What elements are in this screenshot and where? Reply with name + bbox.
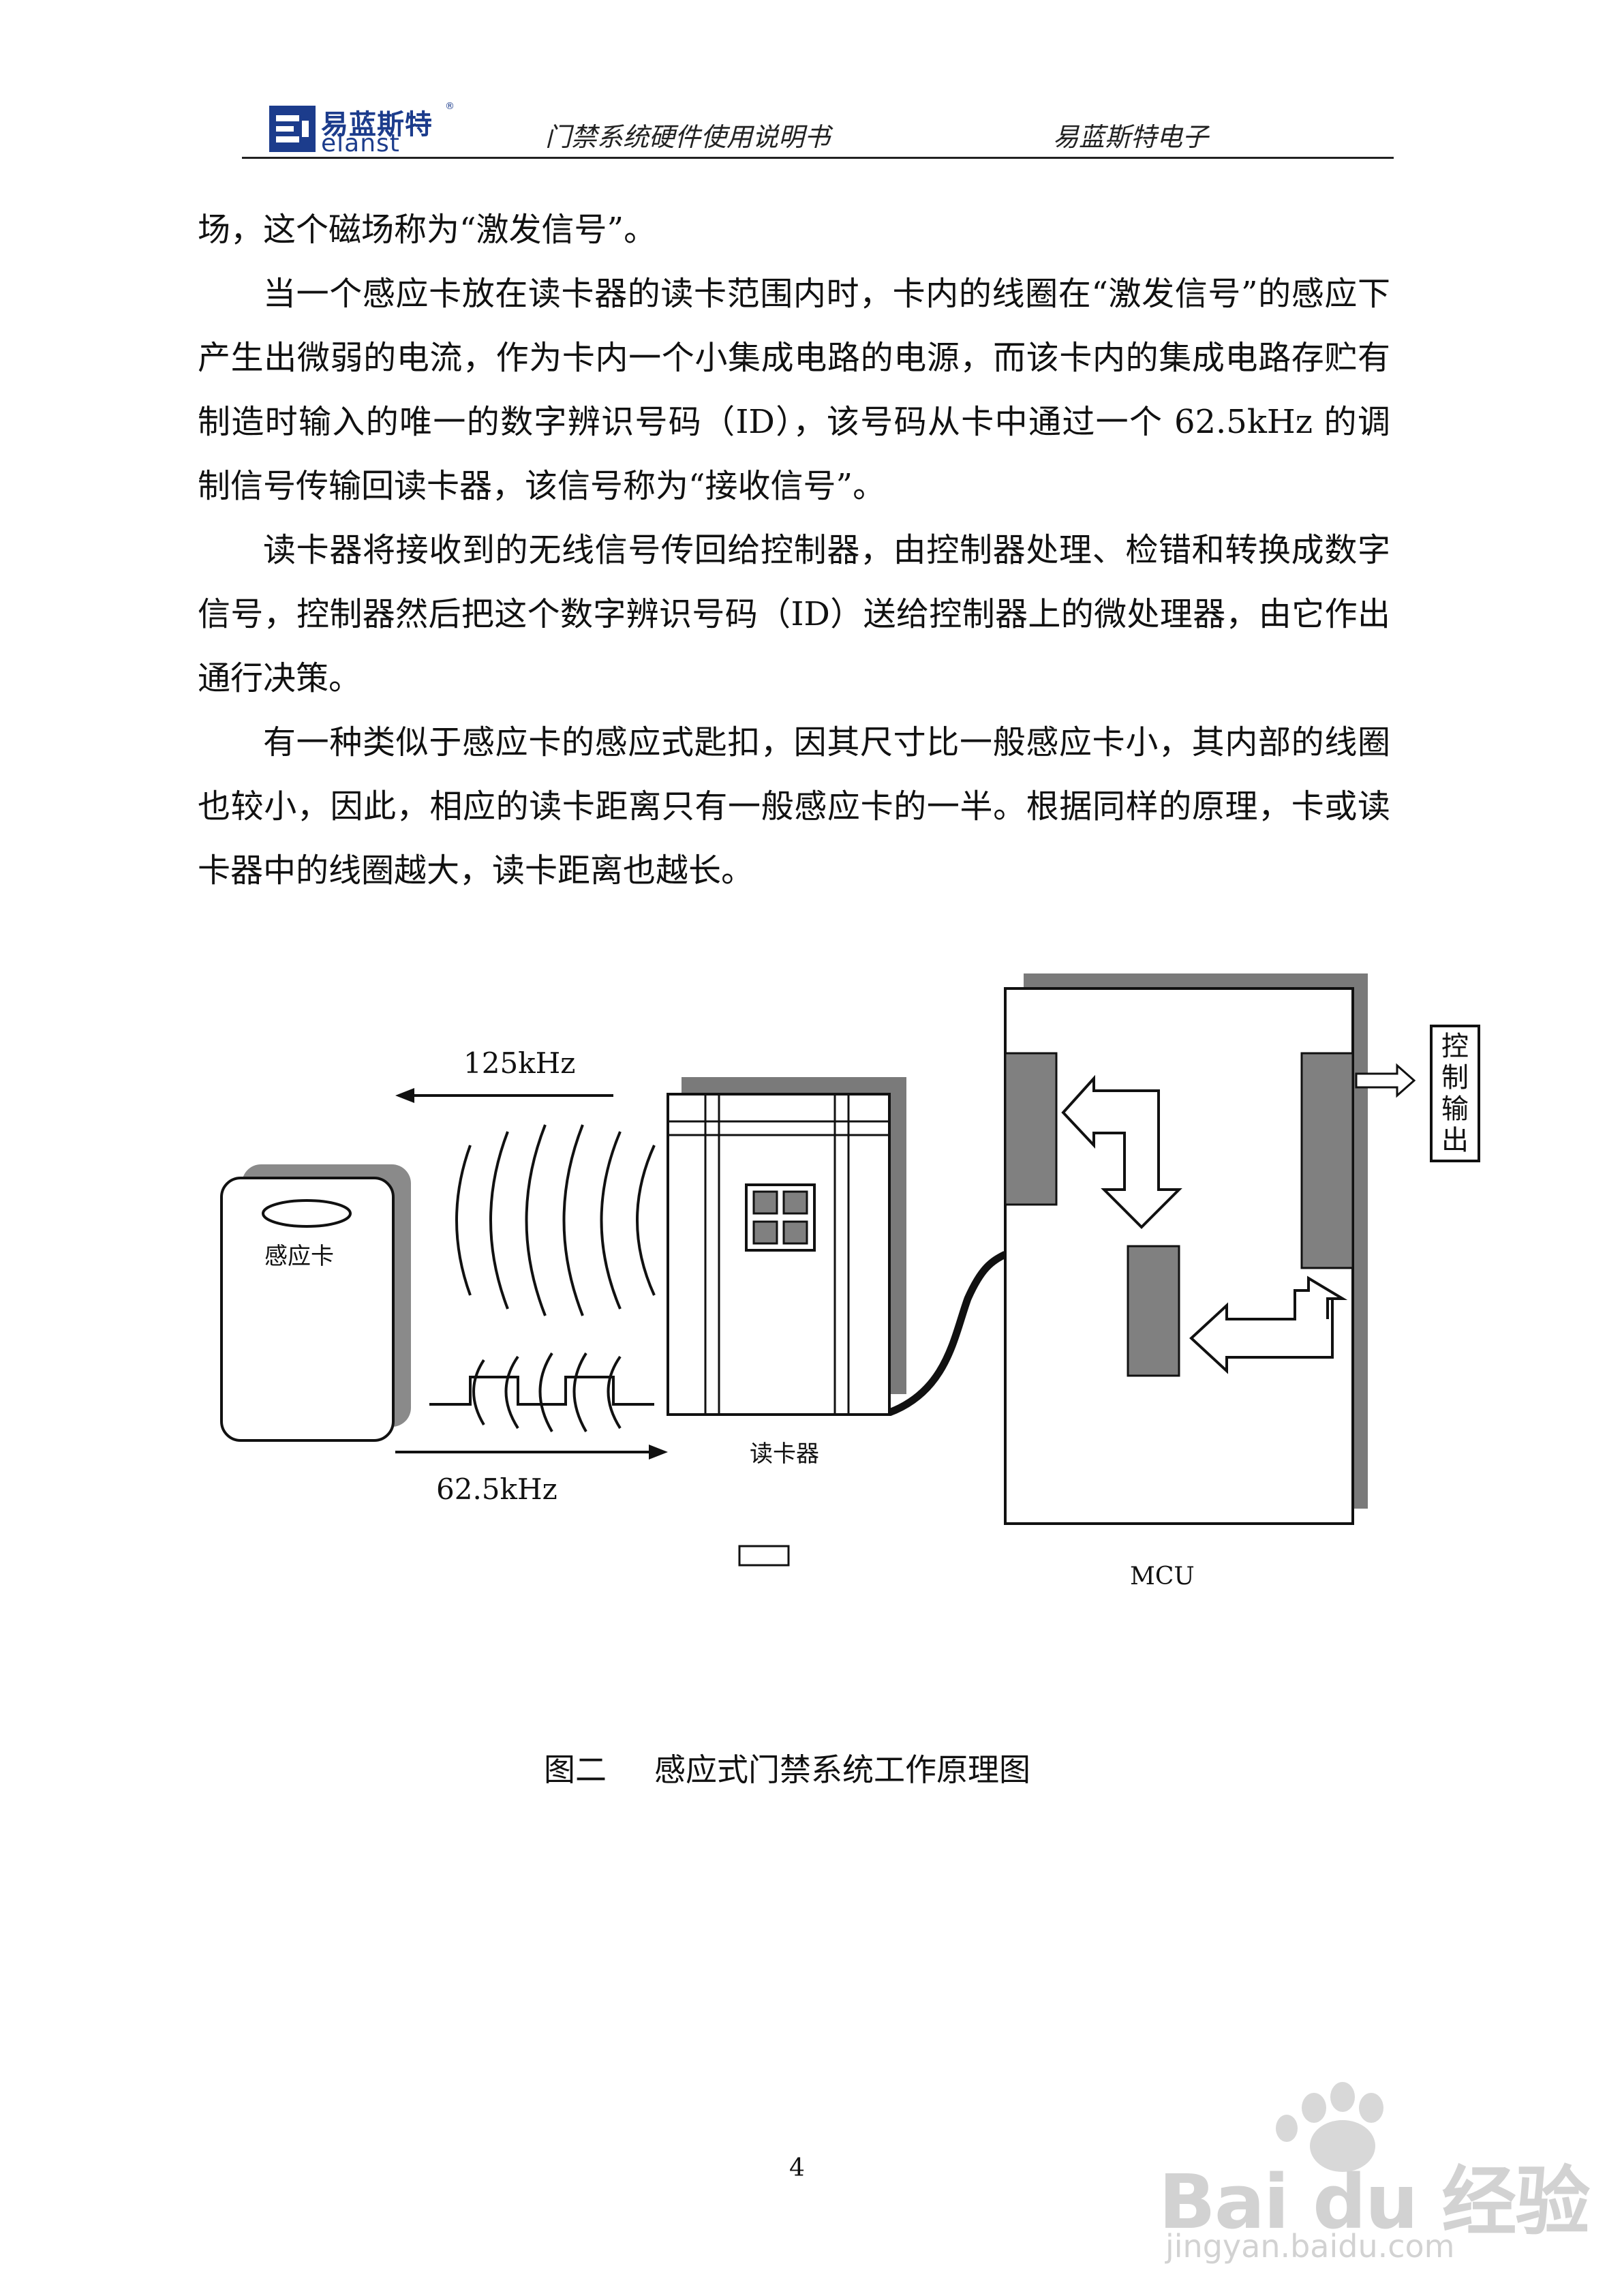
body-text: 场，这个磁场称为“激发信号”。 当一个感应卡放在读卡器的读卡范围内时，卡内的线圈… <box>198 198 1390 903</box>
output-char-2: 制 <box>1441 1062 1469 1093</box>
baidu-watermark: Bai du 经验 jingyan.baidu.com <box>1145 2072 1590 2265</box>
receive-signal <box>429 1352 654 1433</box>
card-reader <box>667 1077 906 1416</box>
watermark-brand: Bai du 经验 <box>1159 2158 1590 2246</box>
header-document-title: 门禁系统硬件使用说明书 <box>545 122 831 152</box>
reader-keypad-icon <box>745 1183 816 1252</box>
output-char-3: 输 <box>1441 1093 1469 1125</box>
proximity-card <box>220 1164 411 1442</box>
elbow-arrow-left-down-icon <box>1061 1074 1182 1229</box>
figure-title: 感应式门禁系统工作原理图 <box>654 1751 1030 1788</box>
receive-frequency-label: 62.5kHz <box>436 1472 557 1506</box>
watermark-url: jingyan.baidu.com <box>1165 2228 1455 2265</box>
page-number: 4 <box>789 2154 805 2182</box>
receive-arrow <box>395 1445 668 1460</box>
mcu-left-module <box>1004 1052 1058 1206</box>
mcu-center-module <box>1127 1245 1180 1377</box>
figure-number: 图二 <box>544 1751 607 1788</box>
control-output-label: 控 制 输 出 <box>1441 1031 1469 1156</box>
card-coil-icon <box>262 1199 352 1228</box>
header-company-name: 易蓝斯特电子 <box>1053 122 1209 152</box>
output-char-1: 控 <box>1441 1031 1469 1062</box>
registered-mark: ® <box>445 101 455 112</box>
elanst-logo: 易蓝斯特 elanst ® <box>269 101 455 157</box>
baidu-paw-icon <box>1276 2082 1383 2172</box>
mcu-controller <box>1004 973 1368 1525</box>
excitation-arrow <box>395 1088 613 1103</box>
logo-mark-icon <box>269 106 316 152</box>
paragraph-1: 场，这个磁场称为“激发信号”。 <box>198 211 657 249</box>
card-label: 感应卡 <box>264 1243 334 1270</box>
small-indicator-box <box>738 1545 790 1567</box>
logo-chinese-name: 易蓝斯特 <box>321 109 433 140</box>
excitation-waves <box>455 1124 656 1316</box>
control-output-box <box>1430 1025 1480 1162</box>
paragraph-4: 有一种类似于感应卡的感应式匙扣，因其尺寸比一般感应卡小，其内部的线圈也较小，因此… <box>198 723 1390 890</box>
mcu-right-module <box>1300 1052 1354 1269</box>
excitation-frequency-label: 125kHz <box>463 1046 576 1080</box>
figure-caption: 图二 感应式门禁系统工作原理图 <box>544 1745 1030 1790</box>
paragraph-3: 读卡器将接收到的无线信号传回给控制器，由控制器处理、检错和转换成数字信号，控制器… <box>198 531 1390 697</box>
page-header: 易蓝斯特 elanst ® 门禁系统硬件使用说明书 易蓝斯特电子 <box>242 89 1394 159</box>
paragraph-2: 当一个感应卡放在读卡器的读卡范围内时，卡内的线圈在“激发信号”的感应下产生出微弱… <box>198 275 1390 505</box>
reader-cable <box>888 1251 1007 1417</box>
logo-english-name: elanst <box>321 130 400 157</box>
output-char-4: 出 <box>1441 1125 1469 1156</box>
mcu-label: MCU <box>1130 1562 1195 1590</box>
output-arrow-icon <box>1355 1063 1416 1098</box>
reader-label: 读卡器 <box>750 1440 819 1468</box>
elbow-arrow-up-left-icon <box>1189 1275 1348 1374</box>
